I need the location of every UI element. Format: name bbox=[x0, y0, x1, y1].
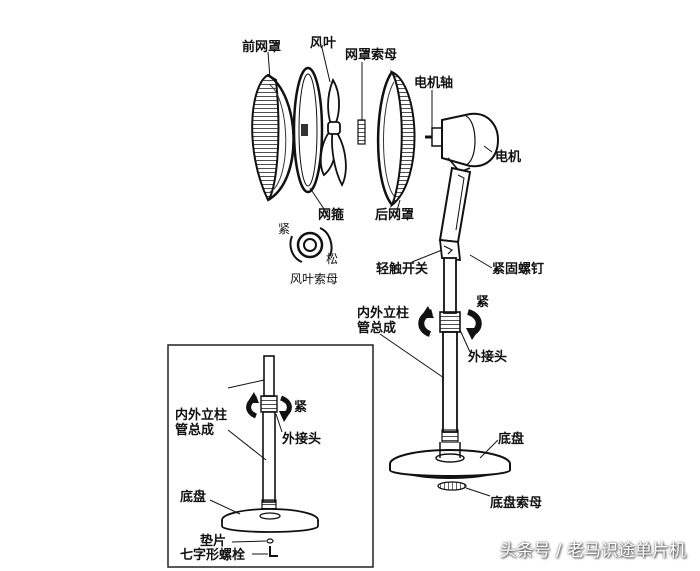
inset-tight-label: 紧 bbox=[294, 400, 308, 415]
guard-ring-icon bbox=[292, 66, 324, 194]
inset-base-icon bbox=[221, 508, 319, 533]
guard-ring-label: 网箍 bbox=[318, 208, 345, 223]
base-nut-icon bbox=[437, 481, 467, 491]
guard-nut-icon bbox=[357, 119, 366, 145]
inset-washer-icon bbox=[266, 538, 274, 544]
pole-assembly-line1: 内外立柱 bbox=[357, 306, 410, 321]
pole-icon bbox=[439, 257, 461, 443]
watermark: 头条号 / 老马识途单片机 bbox=[499, 541, 686, 561]
motor-shaft-label: 电机轴 bbox=[414, 76, 454, 91]
pole-assembly-line2: 管总成 bbox=[357, 321, 397, 336]
leader-lines bbox=[267, 47, 499, 497]
inset-washer-label: 垫片 bbox=[200, 534, 227, 549]
set-screw-label: 紧固螺钉 bbox=[492, 262, 545, 277]
inset-l-bolt-icon bbox=[269, 546, 278, 557]
touch-switch-label: 轻触开关 bbox=[376, 262, 429, 277]
inset-pole-icon bbox=[260, 355, 278, 511]
tighten-arrows-icon bbox=[418, 306, 482, 340]
loose-label: 松 bbox=[326, 252, 339, 266]
inset-tighten-arrows-icon bbox=[246, 392, 292, 422]
rear-guard-label: 后网罩 bbox=[375, 208, 415, 223]
outer-joint-label: 外接头 bbox=[468, 350, 508, 365]
inset-outer-joint-label: 外接头 bbox=[282, 432, 322, 447]
blade-nut-label: 风叶索母 bbox=[290, 272, 339, 286]
neck-housing-icon bbox=[438, 166, 472, 262]
base-nut-label: 底盘索母 bbox=[490, 496, 543, 511]
inset-l-bolt-label: 七字形螺栓 bbox=[180, 548, 246, 563]
inset-leader-lines bbox=[209, 379, 283, 555]
pole-tight-label: 紧 bbox=[476, 295, 490, 310]
base-label: 底盘 bbox=[498, 432, 525, 447]
tight-label: 紧 bbox=[278, 222, 291, 236]
rear-guard-icon bbox=[376, 69, 416, 209]
guard-nut-label: 网罩索母 bbox=[345, 48, 398, 63]
blade-label: 风叶 bbox=[310, 36, 337, 51]
inset-frame bbox=[167, 344, 374, 568]
motor-label: 电机 bbox=[495, 150, 522, 165]
base-icon bbox=[389, 442, 511, 479]
blade-nut-icon bbox=[289, 227, 333, 263]
inset-pole-assembly-line1: 内外立柱 bbox=[175, 408, 228, 423]
front-guard-icon bbox=[251, 73, 295, 202]
blade-icon bbox=[319, 77, 347, 187]
front-guard-label: 前网罩 bbox=[242, 40, 282, 55]
inset-base-label: 底盘 bbox=[180, 490, 207, 505]
inset-pole-assembly-line2: 管总成 bbox=[175, 423, 215, 438]
motor-icon bbox=[425, 112, 500, 173]
